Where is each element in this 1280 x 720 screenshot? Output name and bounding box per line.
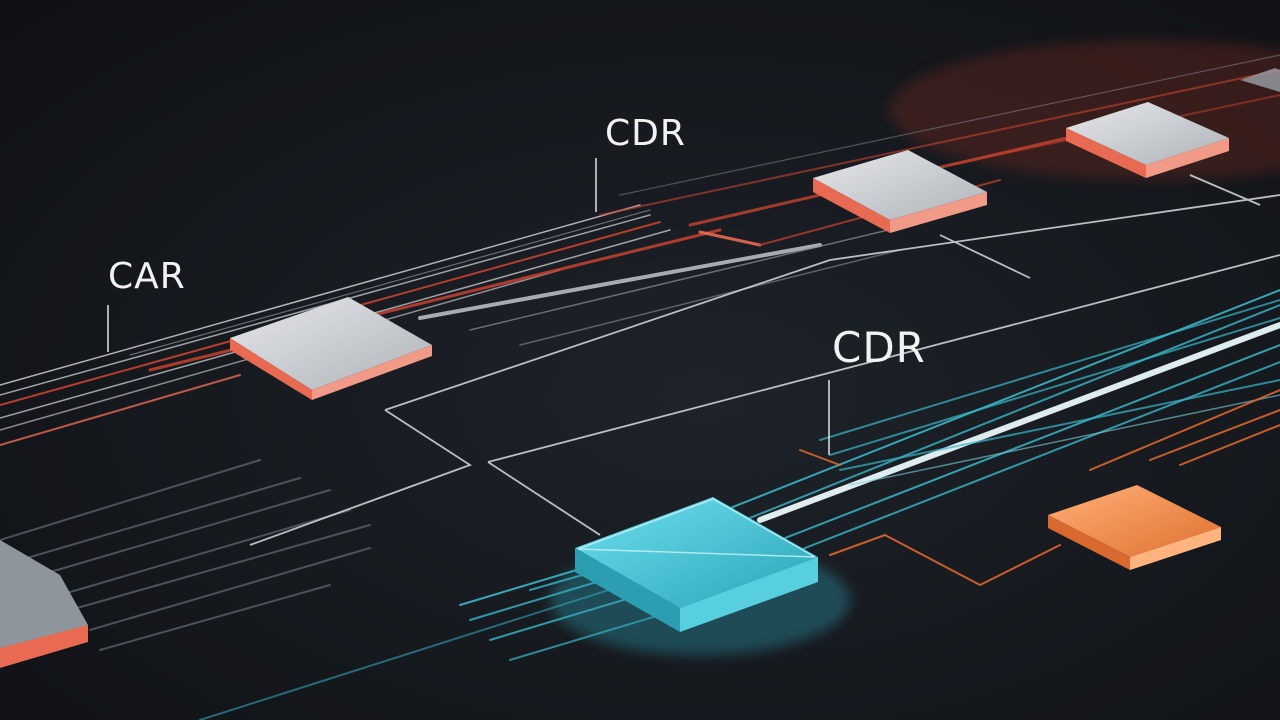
cdr-mid-label: CDR xyxy=(832,323,926,372)
cyan-trace-bundle xyxy=(199,289,1280,720)
cdr-top-label: CDR xyxy=(605,113,686,154)
orange-chip xyxy=(1048,485,1221,570)
car-chip xyxy=(230,297,432,400)
upper-trace-bundle xyxy=(0,54,1280,446)
far-chip xyxy=(1240,68,1280,92)
car-label: CAR xyxy=(108,256,186,297)
cdr-top-chip xyxy=(813,150,987,233)
lower-left-trace-bundle xyxy=(0,459,371,651)
chip-left-edge xyxy=(0,540,88,668)
label-leaders xyxy=(107,158,830,455)
top-right-chip xyxy=(1066,102,1229,178)
orange-trace-bundle xyxy=(799,389,1280,587)
cyan-chip xyxy=(575,497,818,632)
connector-wires xyxy=(249,174,1280,546)
